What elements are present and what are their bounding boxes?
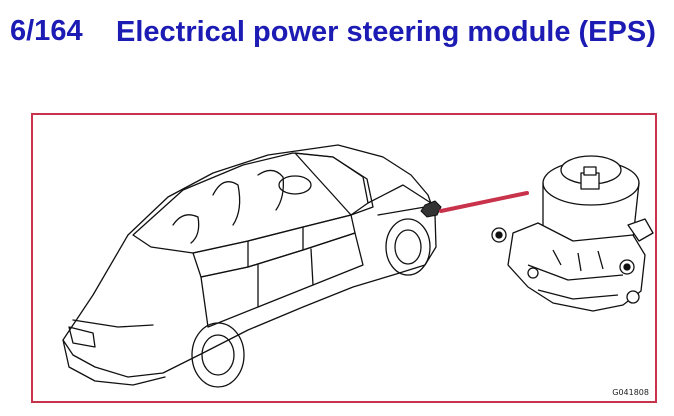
pointer-line bbox=[439, 191, 529, 213]
page-title: Electrical power steering module (EPS) bbox=[116, 16, 656, 48]
front-wheel bbox=[385, 218, 431, 276]
car-windshield bbox=[294, 152, 374, 216]
car-body bbox=[62, 144, 437, 378]
section-number: 6/164 bbox=[10, 15, 83, 47]
car-side-windows bbox=[192, 214, 356, 278]
car-roof bbox=[132, 152, 369, 254]
page-heading: 6/164 Electrical power steering module (… bbox=[0, 0, 674, 100]
rear-wheel bbox=[191, 322, 245, 388]
eps-module bbox=[491, 155, 654, 312]
car-doors bbox=[200, 232, 364, 328]
eps-location-marker bbox=[420, 200, 442, 218]
illustration bbox=[62, 144, 654, 388]
figure-reference-code: G041808 bbox=[612, 388, 649, 397]
illustration-frame: G041808 bbox=[31, 113, 657, 403]
